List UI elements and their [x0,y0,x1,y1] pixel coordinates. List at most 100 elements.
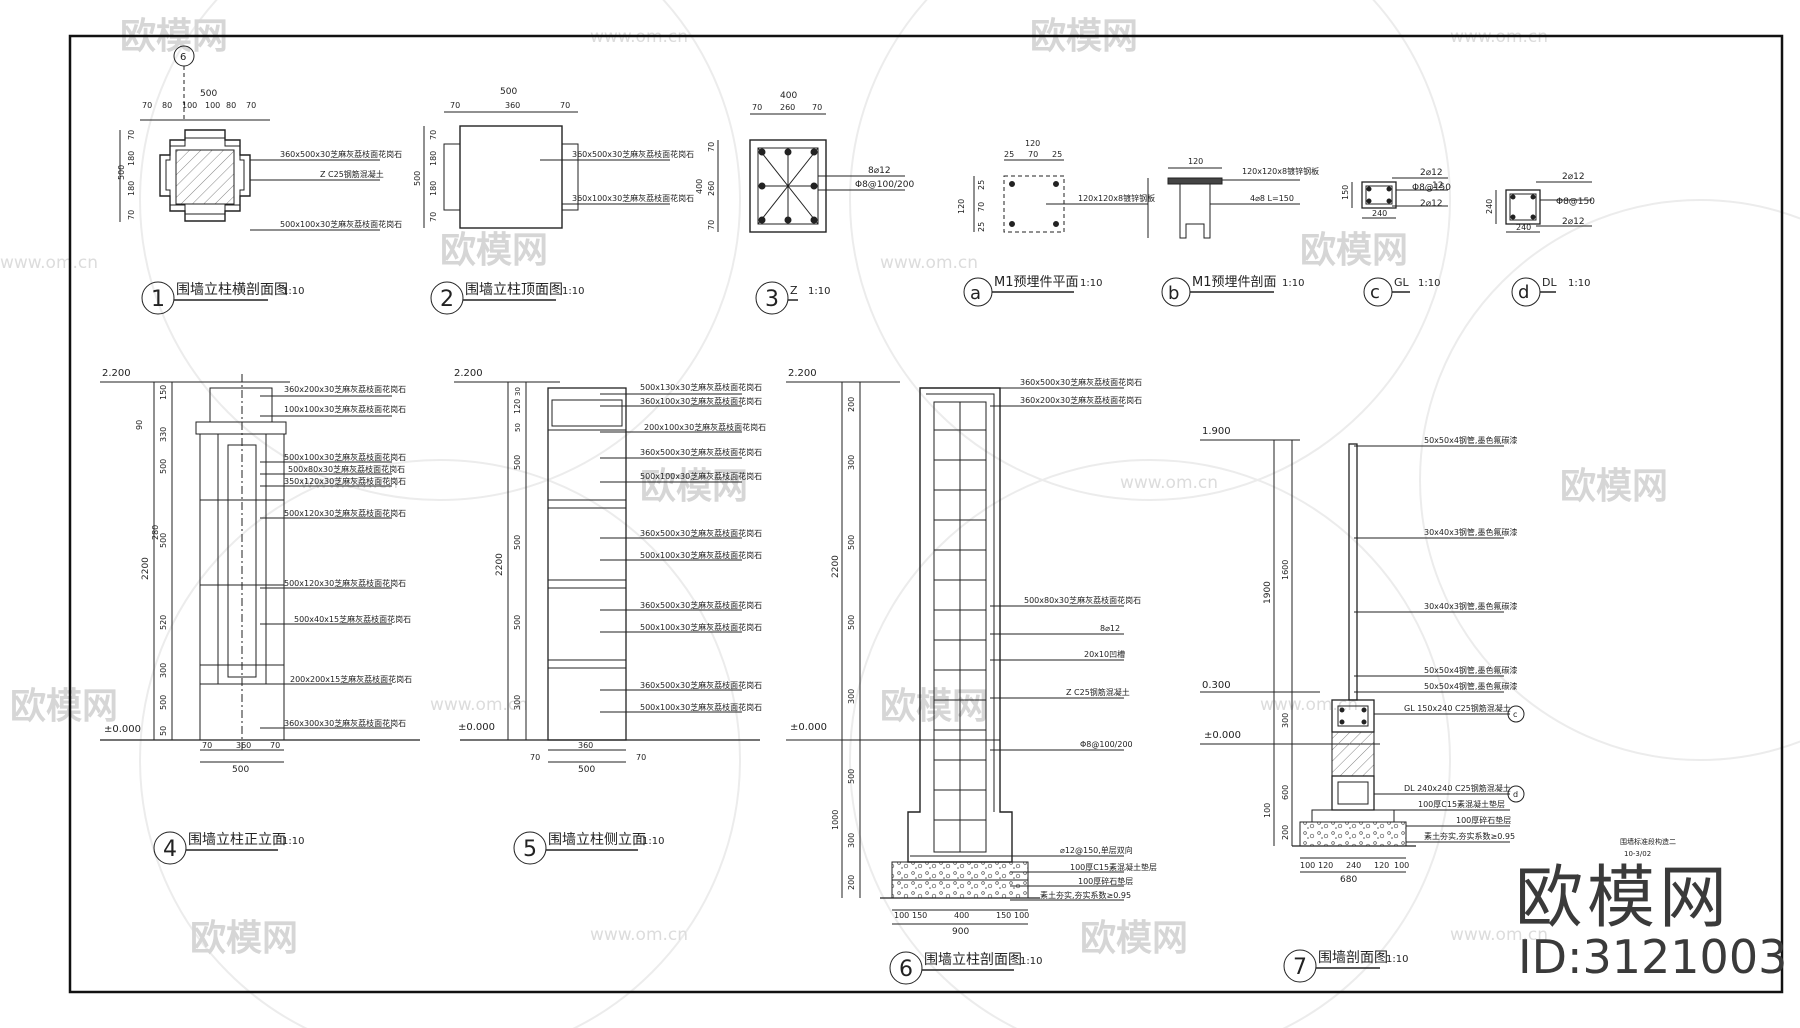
detail-title: GL [1394,276,1410,289]
section-marker-6: 6 [173,45,195,120]
dim-label: 70 [270,741,280,750]
dim-label: 500 [232,765,249,775]
dim-label: 100 [1300,861,1315,870]
note-label: GL 150x240 C25钢筋混凝土 [1404,703,1511,713]
dim-label: 120 [1025,139,1040,148]
level-label: 1.900 [1202,426,1231,437]
dim-label: 300 [847,455,856,470]
dim-label: 360 [236,741,251,750]
dim-label: 500 [847,769,856,784]
detail-scale: 1:10 [1080,278,1102,289]
note-label: DL 240x240 C25钢筋混凝土 [1404,783,1511,793]
dim-label: 500 [159,459,168,474]
rebar-stirrups [934,429,986,821]
dim-label: 70 [202,741,212,750]
level-label: 2.200 [454,368,483,379]
note-label: Φ8@100/200 [1080,740,1133,749]
dim-label: 50 [159,726,168,736]
detail-c-gl-section: 150 240 2⌀12 Φ8@150 12 2⌀12 c GL 1:10 [1341,168,1451,307]
dim-label: 260 [780,103,795,112]
dim-label: 500 [117,165,126,180]
watermark-brand: 欧模网 [1080,918,1188,959]
dim-label: 25 [1052,150,1062,159]
detail-scale: 1:10 [1020,956,1042,967]
dim-label: 500 [847,615,856,630]
watermark-logo: 欧模网 [1515,859,1732,938]
dim-label: 150 [159,385,168,400]
detail-title: Z [790,284,798,297]
dim-label: 70 [707,220,716,230]
watermark-labels: 欧模网 欧模网 欧模网 欧模网 欧模网 欧模网 欧模网 欧模网 欧模网 欧模网 [10,16,1668,959]
dim-label: 70 [127,210,136,220]
watermark-id: ID:3121003 [1518,930,1788,984]
dim-label: 90 [135,420,144,430]
dim-label: 180 [429,181,438,196]
note-label: 360x200x30芝麻灰荔枝面花岗石 [284,384,406,394]
dim-label: 70 [636,753,646,762]
detail-scale: 1:10 [282,836,304,847]
dim-label: 500 [500,87,517,97]
dim-label: 100 [182,101,197,110]
detail-title: 围墙立柱剖面图 [924,952,1022,968]
detail-number: b [1168,283,1179,304]
note-label: 120x120x8镀锌钢板 [1078,193,1155,203]
level-label: ±0.000 [104,724,141,735]
section-marker-number: 6 [180,52,186,63]
dim-label: 25 [977,180,986,190]
dim-label: 180 [127,151,136,166]
detail-scale: 1:10 [808,286,830,297]
dim-label: 70 [530,753,540,762]
detail-number: 6 [899,957,913,982]
note-label: 500x100x30芝麻灰荔枝面花岗石 [640,471,762,481]
dim-label: 260 [707,181,716,196]
note-label: 4⌀8 L=150 [1250,194,1294,203]
ref-marker-c: c [1507,705,1525,723]
dim-label: 240 [1346,861,1361,870]
detail-number: c [1370,282,1380,303]
level-label: 2.200 [788,368,817,379]
dim-label: 70 [1028,150,1038,159]
dim-label: 500 [578,765,595,775]
detail-number: 5 [523,837,537,862]
detail-number: 7 [1293,955,1307,980]
detail-title: 围墙立柱顶面图 [465,282,563,298]
ref-marker-label: c [1513,710,1517,719]
detail-7-wall-section: 1.900 0.300 ±0.000 1600 300 600 200 1900… [1200,426,1676,983]
watermark-brand: 欧模网 [10,686,118,727]
dim-label: 25 [1004,150,1014,159]
note-label: 360x500x30芝麻灰荔枝面花岗石 [280,149,402,159]
dim-label: 360 [578,741,593,750]
note-label: 50x50x4钢管,墨色氟碳漆 [1424,665,1517,675]
dim-label: 400 [695,179,704,194]
note-label: 360x100x30芝麻灰荔枝面花岗石 [572,193,694,203]
sheet-border [68,34,1784,994]
dim-label: 300 [159,663,168,678]
dim-label: 1600 [1281,560,1290,580]
drawing-ref: 10-3/02 [1624,850,1651,858]
note-label: 100厚C15素混凝土垫层 [1418,799,1505,809]
note-label: 500x40x15芝麻灰荔枝面花岗石 [294,614,411,624]
note-label: 500x80x30芝麻灰荔枝面花岗石 [288,464,405,474]
dim-label: 2200 [831,555,841,578]
dim-label: 900 [952,927,969,937]
note-label: 360x300x30芝麻灰荔枝面花岗石 [284,718,406,728]
dim-label: 70 [450,101,460,110]
note-label: 50x50x4钢管,墨色氟碳漆 [1424,681,1517,691]
detail-3-title-block: 3 Z 1:10 [755,281,830,315]
detail-d-title-block: d DL 1:10 [1511,276,1590,307]
note-label: 360x500x30芝麻灰荔枝面花岗石 [572,149,694,159]
detail-scale: 1:10 [1568,278,1590,289]
dim-label: 2200 [141,557,151,580]
detail-7-leaders [1354,445,1510,843]
note-label: 500x120x30芝麻灰荔枝面花岗石 [284,578,406,588]
watermark-url: www.om.cn [880,253,978,273]
watermark-url: www.om.cn [0,253,98,273]
dim-label: 120 [1188,157,1203,166]
detail-title: DL [1542,276,1557,289]
dim-label: 500 [159,533,168,548]
watermark-brand: 欧模网 [640,466,748,507]
note-label: 360x100x30芝麻灰荔枝面花岗石 [640,396,762,406]
dim-label: 70 [977,202,986,212]
note-label: 12 [1432,181,1443,191]
